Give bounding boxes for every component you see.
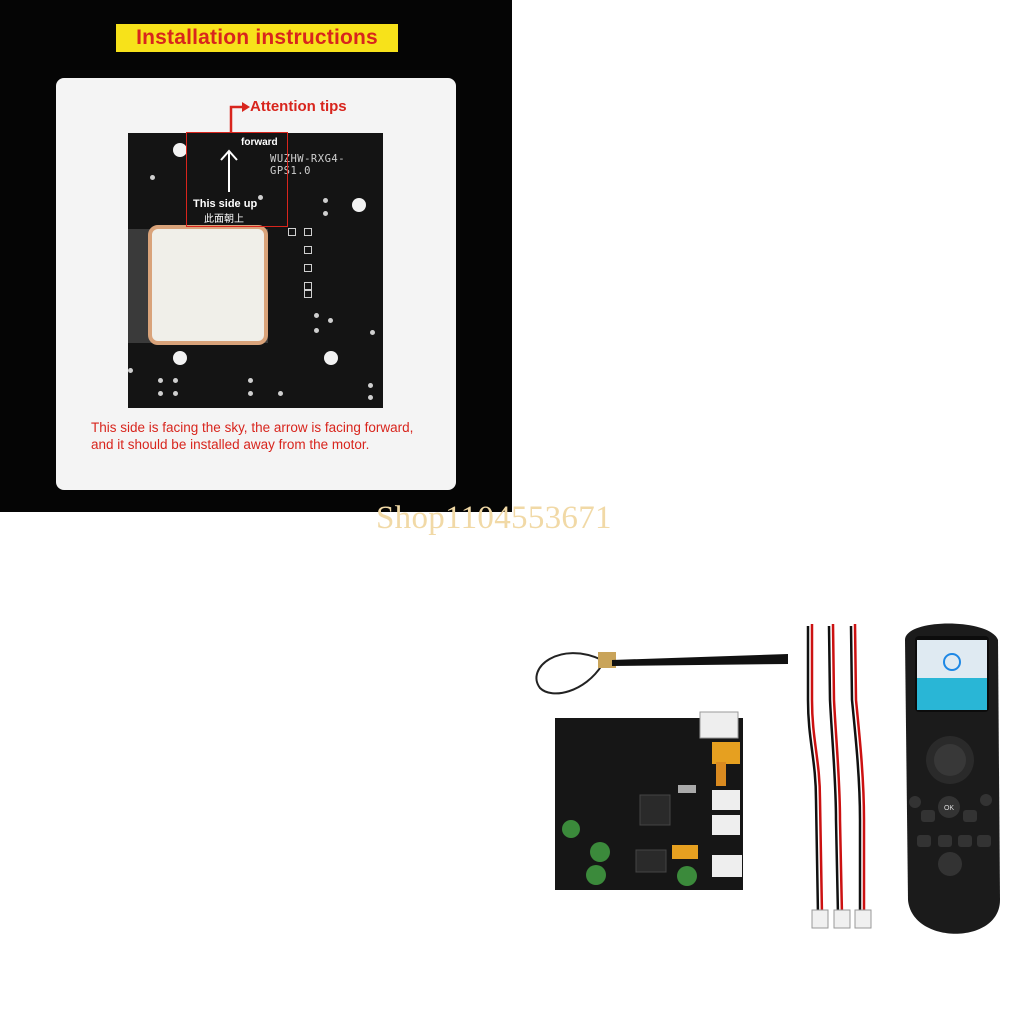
remote-ok-label: OK [944, 805, 954, 812]
attention-arrow-icon [229, 102, 250, 137]
cables-image [806, 623, 872, 929]
shop-watermark: Shop1104553671 [376, 500, 612, 536]
attention-highlight-box [186, 132, 288, 227]
gps-ceramic-antenna [148, 225, 268, 345]
remote-control-image: OK [905, 623, 1000, 934]
gps-board-photo: WUZHW-RXG4-GPS1.0 [128, 133, 383, 408]
installation-caption: This side is facing the sky, the arrow i… [91, 420, 414, 452]
antenna-image [535, 652, 788, 695]
controller-board-image [555, 711, 743, 890]
instructions-banner: Installation instructions [116, 24, 398, 52]
forward-label: forward [241, 137, 278, 148]
side-up-chinese-label: 此面朝上 [204, 214, 244, 225]
attention-tips-label: Attention tips [250, 98, 347, 115]
side-up-label: This side up [193, 198, 258, 210]
forward-arrow-icon [220, 149, 238, 192]
board-marking: WUZHW-RXG4-GPS1.0 [270, 153, 346, 177]
installation-instructions-panel: Installation instructions Attention tips… [0, 0, 512, 512]
